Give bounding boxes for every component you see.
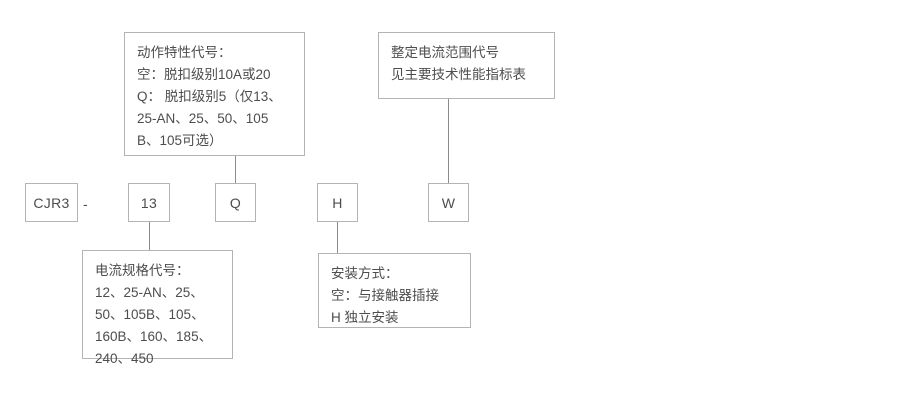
code-box-series: CJR3: [25, 183, 78, 222]
note-current-range: 整定电流范围代号 见主要技术性能指标表: [378, 32, 555, 99]
connector-line-mounting-type: [337, 222, 338, 253]
connector-line-current-rating: [149, 222, 150, 250]
note-trip-characteristic: 动作特性代号： 空：脱扣级别10A或20 Q： 脱扣级别5（仅13、 25-AN…: [124, 32, 305, 156]
code-box-mounting: H: [317, 183, 358, 222]
note-current-rating: 电流规格代号： 12、25-AN、25、 50、105B、105、 160B、1…: [82, 250, 233, 366]
code-box-trip-class: Q: [215, 183, 256, 222]
code-box-current-rating: 13: [128, 183, 170, 222]
note-mounting-type: 安装方式： 空：与接触器插接 H 独立安装: [318, 253, 471, 328]
connector-line-trip-characteristic: [235, 156, 236, 183]
code-separator-dash: -: [83, 196, 88, 212]
code-box-current-range: W: [428, 183, 469, 222]
connector-line-current-range: [448, 99, 449, 183]
